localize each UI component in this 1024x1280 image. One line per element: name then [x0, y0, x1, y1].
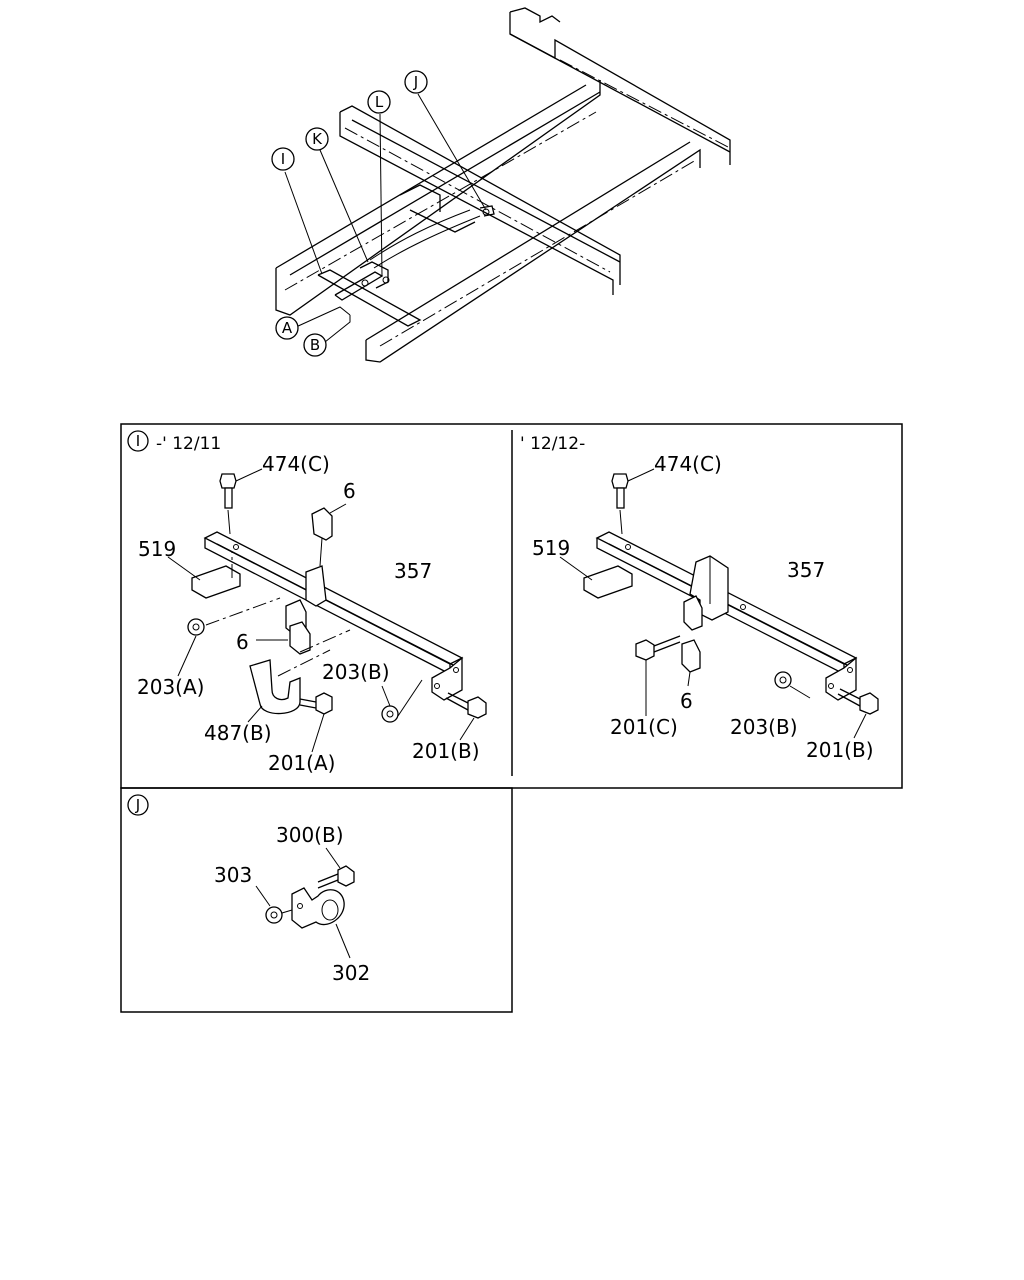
label-201a: 201(A) [268, 751, 335, 775]
panel-j-frame [120, 787, 513, 1013]
panel-i-right: ' 12/12- [520, 434, 879, 762]
label-6-upper: 6 [343, 479, 356, 503]
label-302: 302 [332, 961, 370, 985]
panel-i-left: I -' 12/11 [127, 430, 487, 775]
label-201b: 201(B) [412, 739, 480, 763]
callout-i: I [281, 150, 285, 168]
panel-i-right-period: ' 12/12- [520, 434, 585, 454]
callout-j: J [413, 73, 418, 91]
callout-k: K [312, 130, 323, 148]
panel-j: J 300(B) 303 302 [127, 794, 370, 985]
chassis-overview: I K L J A B [271, 7, 731, 363]
label-6-lower: 6 [236, 630, 249, 654]
label-474c: 474(C) [262, 452, 330, 476]
label-303: 303 [214, 863, 252, 887]
panel-i-left-period: -' 12/11 [156, 434, 221, 454]
label-300b: 300(B) [276, 823, 344, 847]
label-r-519: 519 [532, 536, 570, 560]
label-r-201b: 201(B) [806, 738, 874, 762]
callout-a: A [282, 319, 293, 337]
label-203a: 203(A) [137, 675, 204, 699]
callout-b: B [310, 336, 320, 354]
panel-j-tag: J [135, 796, 140, 814]
callout-l: L [375, 93, 384, 111]
label-519: 519 [138, 537, 176, 561]
label-r-357: 357 [787, 558, 825, 582]
label-r-201c: 201(C) [610, 715, 678, 739]
panel-i-tag: I [136, 432, 140, 450]
label-r-203b: 203(B) [730, 715, 798, 739]
label-357: 357 [394, 559, 432, 583]
label-r-474c: 474(C) [654, 452, 722, 476]
label-r-6: 6 [680, 689, 693, 713]
label-203b: 203(B) [322, 660, 390, 684]
label-487b: 487(B) [204, 721, 272, 745]
